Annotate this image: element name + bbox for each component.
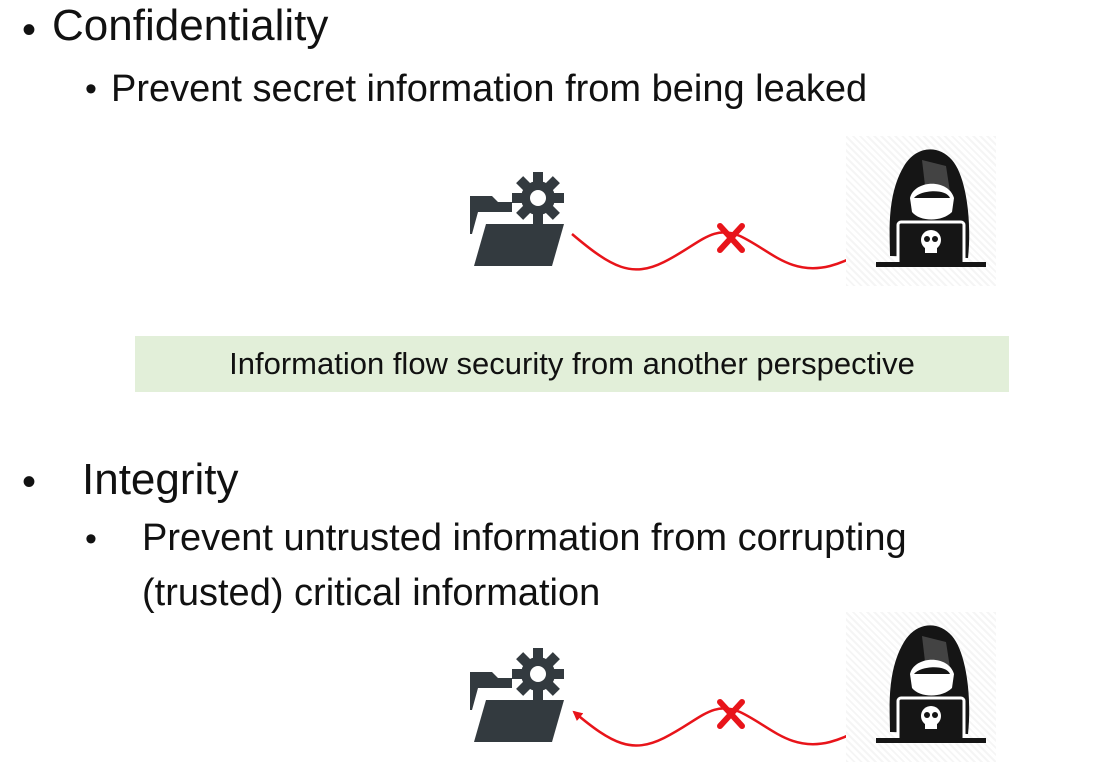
subtext-integrity-line1: Prevent untrusted information from corru… <box>142 517 907 559</box>
callout-box: Information flow security from another p… <box>135 336 1009 392</box>
skull-icon <box>921 230 941 253</box>
hacker-icon <box>876 625 986 744</box>
sub-bullet-integrity: • <box>85 520 97 558</box>
skull-icon <box>921 706 941 729</box>
folder-gear-icon <box>470 648 564 742</box>
heading-integrity: Integrity <box>82 455 239 504</box>
blocked-x-icon <box>717 699 745 729</box>
bullet-confidentiality: • <box>22 8 37 52</box>
subtext-integrity-line2: (trusted) critical information <box>142 572 601 614</box>
blocked-x-icon <box>717 223 745 253</box>
bullet-integrity: • <box>22 460 37 504</box>
heading-confidentiality: Confidentiality <box>52 1 329 50</box>
folder-gear-icon <box>470 172 564 266</box>
hacker-icon <box>876 149 986 268</box>
subtext-confidentiality: Prevent secret information from being le… <box>111 68 868 110</box>
sub-bullet-confidentiality: • <box>85 70 97 108</box>
